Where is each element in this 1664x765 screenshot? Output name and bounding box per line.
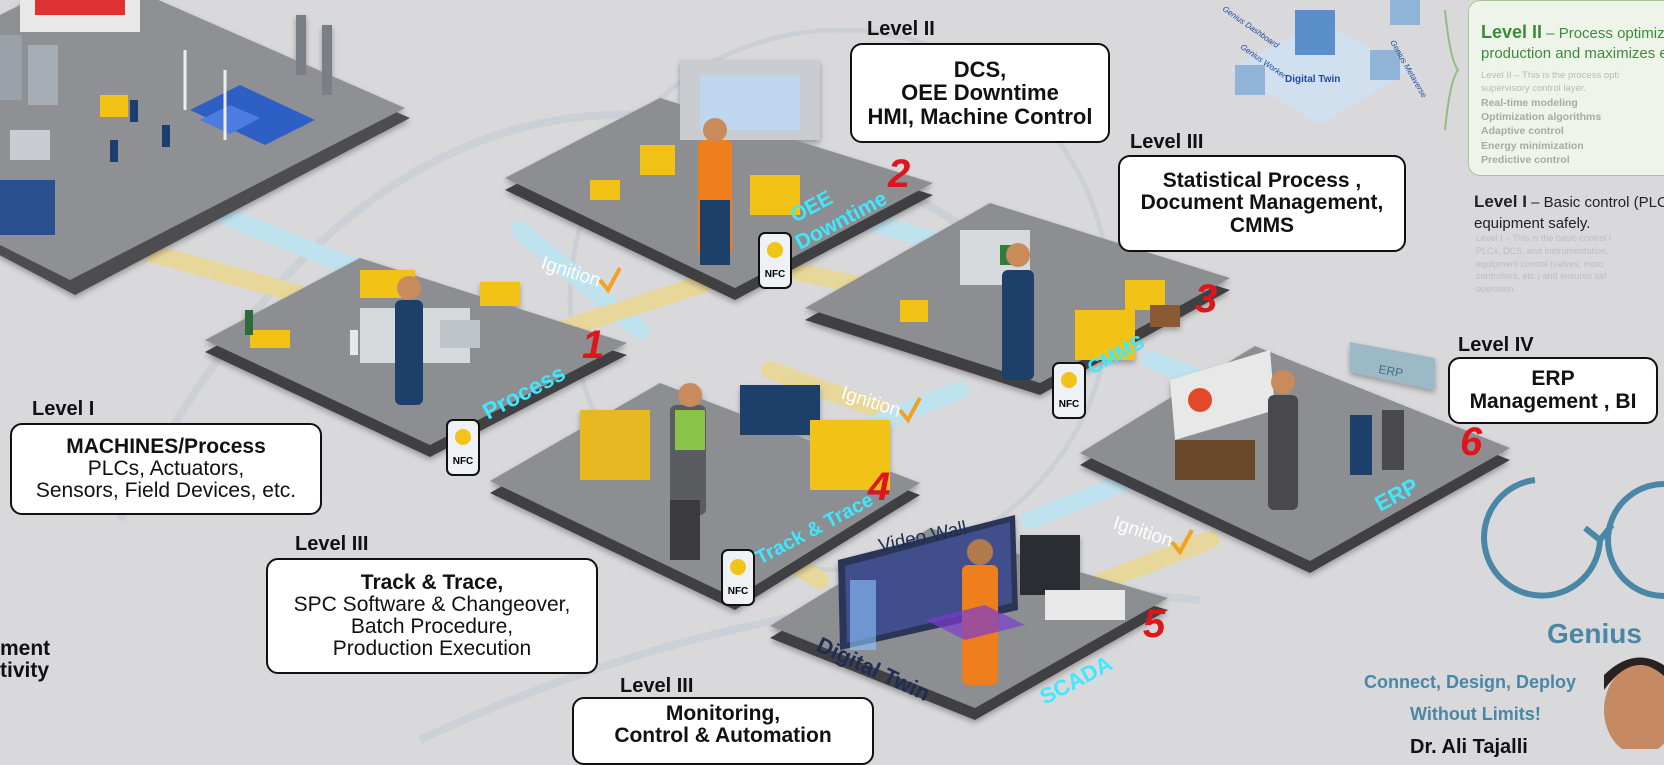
process-platform <box>205 258 627 457</box>
panel-level-text: equipment safely. <box>1474 214 1591 232</box>
nfc-label: NFC <box>1059 399 1080 410</box>
level-3-monitoring-box: Monitoring, Control & Automation <box>572 697 874 765</box>
step-number-5: 5 <box>1143 602 1166 646</box>
ignition-logo: Ignition <box>1110 513 1175 552</box>
panel-list-item: Adaptive control <box>1481 125 1564 138</box>
panel-bracket <box>1444 9 1460 131</box>
brand-name: Genius <box>1547 618 1642 649</box>
left-fragment-text: ment tivity <box>0 637 51 683</box>
step-number-1: 1 <box>582 323 604 367</box>
nfc-label: NFC <box>453 456 474 467</box>
fragment-line: ment <box>0 637 51 660</box>
panel-desc-line: PLCs, DCS, and instrumentation. <box>1476 245 1609 256</box>
erp-platform <box>1080 342 1510 573</box>
box-line: Control & Automation <box>614 724 832 748</box>
nfc-phone-icon <box>1052 362 1086 419</box>
box-line: Production Execution <box>332 637 532 661</box>
nfc-phone-icon <box>721 549 755 606</box>
ignition-check-icon <box>1170 529 1194 556</box>
box-line: CMMS <box>1229 213 1295 237</box>
nfc-phone-icon <box>446 419 480 476</box>
brand-tagline: Without Limits! <box>1410 704 1541 724</box>
level-3-statistical-box: Statistical Process , Document Managemen… <box>1118 155 1406 252</box>
box-line: ERP <box>1531 367 1575 391</box>
brand-tagline: Connect, Design, Deploy <box>1364 672 1577 692</box>
factory-platform <box>0 0 410 295</box>
panel-level-text: – Process optimiza <box>1546 25 1664 42</box>
level-3-track-box: Track & Trace, SPC Software & Changeover… <box>266 558 598 674</box>
panel-desc-line: equipment control (valves, moto <box>1476 258 1604 269</box>
panel-desc-line: Level II – This is the process opti <box>1481 69 1620 81</box>
panel-list-item: Energy minimization <box>1481 139 1584 152</box>
panel-level-heading: Level I <box>1474 192 1527 211</box>
level-1-box: MACHINES/Process PLCs, Actuators, Sensor… <box>10 423 322 515</box>
box-line: Statistical Process , <box>1162 169 1362 193</box>
step-number-3: 3 <box>1195 277 1217 321</box>
nfc-phone-icon <box>758 232 792 289</box>
level-2-info-panel: Level II – Process optimiza production a… <box>1468 0 1664 176</box>
level-tag: Level III <box>1130 131 1204 153</box>
level-tag: Level III <box>620 675 694 697</box>
panel-list-item: Optimization algorithms <box>1481 111 1602 123</box>
panel-list-item: Real-time modeling <box>1481 96 1578 109</box>
level-tag: Level II <box>867 18 935 40</box>
level-1-desc: Level I – This is the basic control l PL… <box>1476 232 1611 296</box>
box-line: Sensors, Field Devices, etc. <box>35 479 297 503</box>
box-line: DCS, <box>953 57 1007 83</box>
box-title: MACHINES/Process <box>66 434 266 458</box>
box-line: PLCs, Actuators, <box>87 456 245 480</box>
box-title: Track & Trace, <box>360 570 504 594</box>
oee-platform <box>505 60 933 300</box>
author-photo <box>1604 657 1664 749</box>
digital-twin-hub-label: Digital Twin <box>1285 74 1340 85</box>
genius-dashboard-label: Genius Dashboard <box>1221 4 1281 50</box>
scada-platform <box>770 515 1168 720</box>
step-number-4: 4 <box>867 465 890 509</box>
level-2-box: DCS, OEE Downtime HMI, Machine Control <box>850 43 1110 143</box>
box-line: Monitoring, <box>665 702 781 725</box>
nfc-phone-icons: NFC NFC NFC NFC <box>446 232 1086 606</box>
ignition-check-icon <box>898 397 922 424</box>
level-tag: Level IV <box>1458 334 1534 356</box>
digital-twin-hub-icon: Digital Twin Genius Dashboard Genius Wor… <box>1221 0 1429 125</box>
author-name: Dr. Ali Tajalli <box>1410 736 1528 758</box>
panel-list-item: Predictive control <box>1481 154 1570 167</box>
level-1-info: Level I – Basic control (PLCs equipment … <box>1474 190 1664 234</box>
track-trace-platform <box>490 383 920 610</box>
panel-level-heading: Level II <box>1481 22 1543 42</box>
genius-logo-icon <box>1481 477 1664 599</box>
box-line: HMI, Machine Control <box>867 103 1093 129</box>
level-tag: Level III <box>295 533 369 555</box>
step-number-2: 2 <box>887 152 910 196</box>
step-number-6: 6 <box>1460 420 1483 464</box>
panel-level-text: production and maximizes ef <box>1481 45 1664 63</box>
nfc-label: NFC <box>765 269 786 280</box>
panel-level-text: – Basic control (PLCs <box>1531 194 1664 211</box>
panel-desc-line: controllers, etc.) and ensures saf <box>1476 271 1607 282</box>
panel-desc-line: supervisory control layer. <box>1481 82 1587 94</box>
box-line: OEE Downtime <box>901 80 1059 106</box>
box-line: SPC Software & Changeover, <box>293 592 571 616</box>
panel-desc-line: operation. <box>1476 284 1517 295</box>
fragment-line: tivity <box>0 659 50 683</box>
box-line: Management , BI <box>1469 389 1637 413</box>
panel-desc-line: Level I – This is the basic control l <box>1476 233 1611 243</box>
level-tag: Level I <box>32 398 95 420</box>
erp-sign-label: ERP <box>1377 362 1404 380</box>
nfc-label: NFC <box>728 586 749 597</box>
level-4-box: ERP Management , BI <box>1448 357 1658 424</box>
box-line: Batch Procedure, <box>350 615 514 638</box>
ignition-check-icon <box>598 267 622 294</box>
box-line: Document Management, <box>1140 191 1384 215</box>
